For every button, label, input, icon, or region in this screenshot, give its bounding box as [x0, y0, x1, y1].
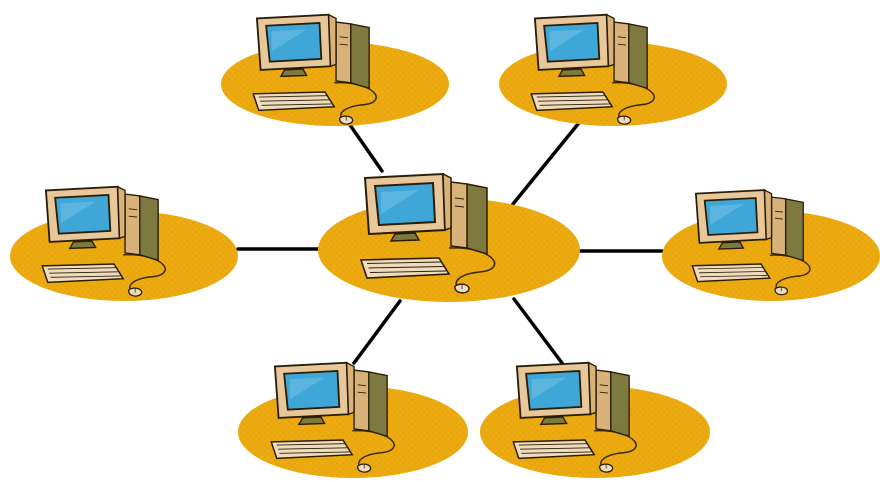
desktop-computer-icon [270, 361, 395, 473]
link-hub-node-bottom-left [352, 299, 402, 365]
link-hub-node-bottom-right [512, 297, 564, 365]
node-bottom-left-computer [238, 361, 468, 478]
desktop-computer-icon [359, 172, 496, 294]
desktop-computer-icon [512, 361, 637, 473]
node-top-left-computer [221, 13, 449, 126]
node-bottom-right-computer [480, 361, 710, 478]
desktop-computer-icon [252, 13, 377, 125]
network-links [236, 122, 664, 365]
node-left-computer [10, 185, 238, 301]
hub-computer [318, 172, 580, 302]
desktop-computer-icon [530, 13, 655, 125]
link-hub-node-top-right [511, 122, 580, 206]
network-nodes [10, 13, 880, 478]
desktop-computer-icon [41, 185, 166, 297]
node-top-right-computer [499, 13, 727, 126]
link-hub-node-top-left [348, 123, 384, 173]
node-right-computer [662, 188, 880, 301]
desktop-computer-icon [691, 188, 811, 296]
